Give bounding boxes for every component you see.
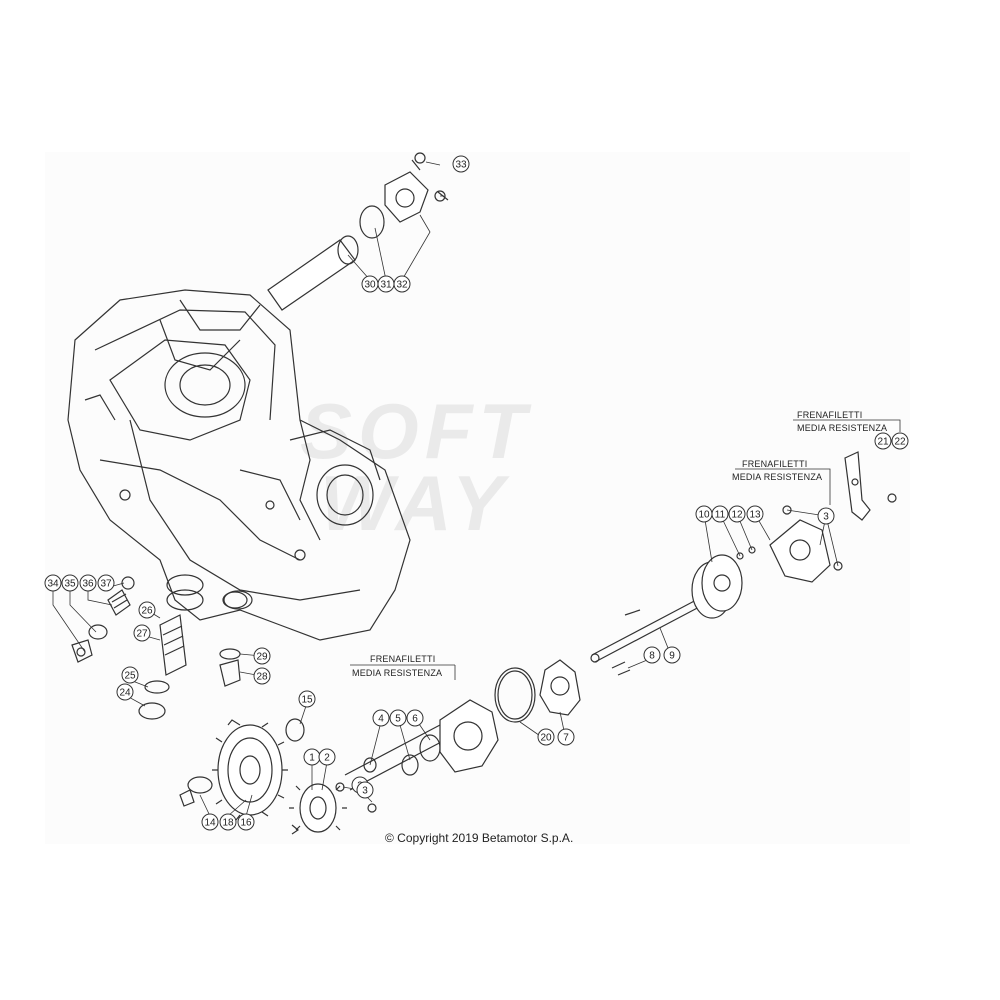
callout-6: 6 bbox=[406, 709, 424, 727]
callout-label: 37 bbox=[100, 579, 112, 590]
callout-24: 24 bbox=[116, 683, 134, 701]
callout-26: 26 bbox=[138, 601, 156, 619]
callout-group: 1233345678910111213141516182021222425262… bbox=[44, 155, 909, 831]
callout-label: 16 bbox=[240, 818, 252, 829]
callout-label: 6 bbox=[412, 714, 418, 725]
callout-label: 22 bbox=[894, 437, 906, 448]
callout-label: 26 bbox=[141, 606, 153, 617]
callout-label: 7 bbox=[563, 733, 569, 744]
crankcase-drawing bbox=[67, 289, 411, 641]
callout-10: 10 bbox=[695, 505, 713, 523]
callout-2: 2 bbox=[318, 748, 336, 766]
thread-lock-note-a-sub: MEDIA RESISTENZA bbox=[352, 668, 443, 678]
callout-label: 2 bbox=[324, 753, 330, 764]
callout-36: 36 bbox=[79, 574, 97, 592]
lower-pump-assembly bbox=[335, 659, 581, 813]
callout-25: 25 bbox=[121, 666, 139, 684]
callout-3: 3 bbox=[356, 781, 374, 799]
callout-label: 33 bbox=[455, 160, 467, 171]
callout-34: 34 bbox=[44, 574, 62, 592]
callout-11: 11 bbox=[711, 505, 729, 523]
callout-label: 1 bbox=[309, 753, 315, 764]
callout-label: 34 bbox=[47, 579, 59, 590]
callout-13: 13 bbox=[746, 505, 764, 523]
callout-label: 13 bbox=[749, 510, 761, 521]
callout-label: 31 bbox=[380, 280, 392, 291]
top-filter-assembly bbox=[267, 152, 449, 311]
callout-30: 30 bbox=[361, 275, 379, 293]
callout-18: 18 bbox=[219, 813, 237, 831]
bracket-part bbox=[844, 451, 897, 521]
filter-parts-24-29 bbox=[138, 574, 248, 720]
callout-28: 28 bbox=[253, 667, 271, 685]
pump-shaft bbox=[590, 597, 704, 676]
callout-label: 18 bbox=[222, 818, 234, 829]
watermark: SOFT WAY bbox=[300, 387, 532, 547]
callout-label: 28 bbox=[256, 672, 268, 683]
callout-31: 31 bbox=[377, 275, 395, 293]
callout-1: 1 bbox=[303, 748, 321, 766]
callout-27: 27 bbox=[133, 624, 151, 642]
callout-label: 20 bbox=[540, 733, 552, 744]
callout-9: 9 bbox=[663, 646, 681, 664]
note-rules bbox=[350, 419, 901, 680]
callout-label: 10 bbox=[698, 510, 710, 521]
callout-label: 29 bbox=[256, 652, 268, 663]
copyright-text: © Copyright 2019 Betamotor S.p.A. bbox=[385, 831, 574, 845]
callout-33: 33 bbox=[452, 155, 470, 173]
callout-label: 14 bbox=[204, 818, 216, 829]
callout-label: 12 bbox=[731, 510, 743, 521]
callout-label: 32 bbox=[396, 280, 408, 291]
callout-label: 4 bbox=[378, 714, 384, 725]
callout-label: 24 bbox=[119, 688, 131, 699]
callout-4: 4 bbox=[372, 709, 390, 727]
callout-7: 7 bbox=[557, 728, 575, 746]
gear-assembly bbox=[179, 718, 347, 835]
callout-label: 21 bbox=[877, 437, 889, 448]
callout-35: 35 bbox=[61, 574, 79, 592]
pump-rotor-cover bbox=[691, 505, 843, 619]
callout-32: 32 bbox=[393, 275, 411, 293]
callout-14: 14 bbox=[201, 813, 219, 831]
callout-label: 27 bbox=[136, 629, 148, 640]
callout-20: 20 bbox=[537, 728, 555, 746]
thread-lock-note-b: FRENAFILETTI bbox=[742, 459, 808, 469]
callout-8: 8 bbox=[643, 646, 661, 664]
callout-label: 3 bbox=[823, 512, 829, 523]
thread-lock-note-b-sub: MEDIA RESISTENZA bbox=[732, 472, 823, 482]
callout-29: 29 bbox=[253, 647, 271, 665]
callout-label: 35 bbox=[64, 579, 76, 590]
thread-lock-note-a: FRENAFILETTI bbox=[370, 654, 436, 664]
callout-label: 3 bbox=[362, 786, 368, 797]
callout-label: 30 bbox=[364, 280, 376, 291]
callout-21: 21 bbox=[874, 432, 892, 450]
callout-3: 3 bbox=[817, 507, 835, 525]
callout-12: 12 bbox=[728, 505, 746, 523]
callout-label: 5 bbox=[395, 714, 401, 725]
callout-label: 8 bbox=[649, 651, 655, 662]
thread-lock-note-c: FRENAFILETTI bbox=[797, 410, 863, 420]
callout-label: 25 bbox=[124, 671, 136, 682]
callout-16: 16 bbox=[237, 813, 255, 831]
thread-lock-note-c-sub: MEDIA RESISTENZA bbox=[797, 423, 888, 433]
callout-label: 36 bbox=[82, 579, 94, 590]
callout-22: 22 bbox=[891, 432, 909, 450]
callout-5: 5 bbox=[389, 709, 407, 727]
callout-label: 9 bbox=[669, 651, 675, 662]
callout-37: 37 bbox=[97, 574, 115, 592]
callout-label: 15 bbox=[301, 695, 313, 706]
callout-15: 15 bbox=[298, 690, 316, 708]
callout-label: 11 bbox=[715, 510, 726, 521]
